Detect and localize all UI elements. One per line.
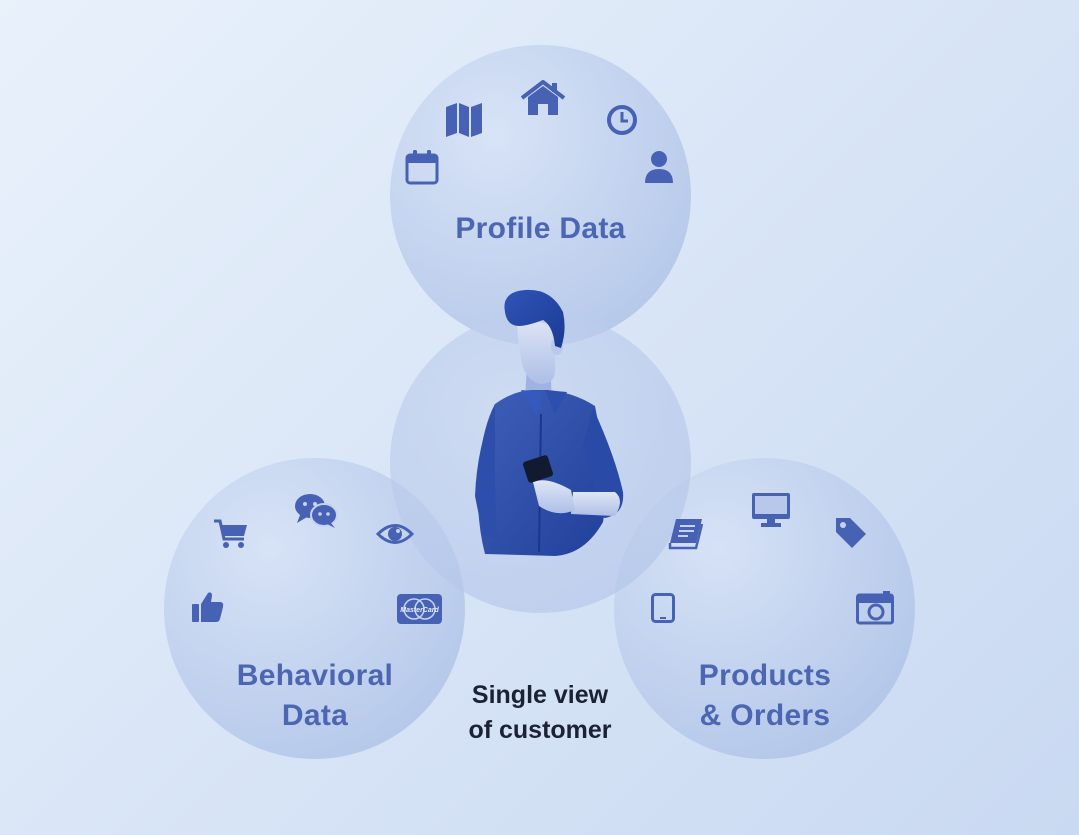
profile-data-label: Profile Data xyxy=(455,212,626,245)
credit-card-icon: MasterCard xyxy=(396,593,443,625)
products-label-line2: & Orders xyxy=(699,699,831,732)
book-icon xyxy=(668,517,704,551)
map-icon xyxy=(445,101,483,139)
single-view-label: Single view of customer xyxy=(440,678,640,748)
cart-icon xyxy=(213,518,249,550)
home-icon xyxy=(520,80,566,116)
products-label-line1: Products xyxy=(698,659,832,692)
behavioral-data-label: Behavioral Data xyxy=(180,656,450,736)
mastercard-logo-text: MasterCard xyxy=(400,607,439,614)
thumbs-up-icon xyxy=(191,590,225,624)
user-icon xyxy=(643,150,675,184)
center-label-line1: Single view xyxy=(471,681,609,709)
products-orders-label: Products & Orders xyxy=(630,656,900,736)
behavioral-label-line2: Data xyxy=(281,699,349,732)
tablet-icon xyxy=(651,593,675,623)
camera-icon xyxy=(856,591,894,625)
chat-icon xyxy=(294,493,338,529)
center-label-line2: of customer xyxy=(468,716,612,744)
eye-icon xyxy=(376,519,414,549)
customer-illustration xyxy=(455,286,635,563)
calendar-icon xyxy=(405,149,439,185)
clock-icon xyxy=(606,104,638,136)
behavioral-label-line1: Behavioral xyxy=(236,659,394,692)
tag-icon xyxy=(834,516,868,550)
monitor-icon xyxy=(751,492,791,528)
